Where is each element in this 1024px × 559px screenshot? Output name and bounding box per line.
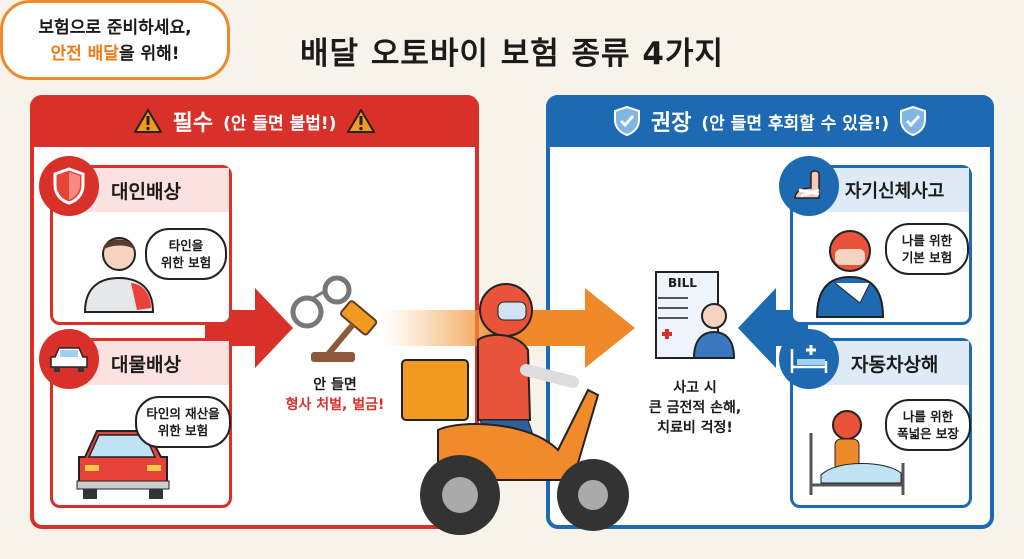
bubble-line: 나를 위한 <box>902 409 954 424</box>
bubble-line: 폭넓은 보장 <box>897 426 959 441</box>
bubble-line: 위한 보험 <box>160 255 212 270</box>
red-car-icon <box>76 430 170 499</box>
delivery-scooter-illustration <box>401 283 629 535</box>
bill-label: BILL <box>668 276 697 290</box>
patient-in-bed-icon <box>809 410 905 495</box>
person-icon <box>83 237 155 313</box>
warning-icon <box>347 109 376 133</box>
consequence-line: 안 들면 <box>313 377 357 393</box>
bubble-line: 위한 보험 <box>157 423 209 438</box>
bubble-line: 기본 보험 <box>901 250 953 265</box>
center-line: 보험으로 준비하세요, <box>38 18 192 38</box>
bandaged-arm-icon <box>779 156 839 216</box>
red-arrow <box>205 288 293 368</box>
center-highlight: 안전 배달 <box>50 44 119 64</box>
car-icon <box>39 329 99 389</box>
required-label: 필수 <box>172 111 214 136</box>
injured-rider-icon <box>815 230 885 318</box>
required-sub: (안 들면 불법!) <box>223 113 337 134</box>
blue-arrow <box>738 288 808 368</box>
warning-icon <box>133 109 162 133</box>
consequence-line: 치료비 걱정! <box>657 420 733 436</box>
consequence-line: 큰 금전적 손해, <box>648 400 742 416</box>
shield-check-icon <box>900 106 927 136</box>
bubble-line: 나를 위한 <box>901 233 953 248</box>
consequence-highlight: 형사 처벌, 벌금! <box>285 397 385 413</box>
medical-bill-icon: BILL <box>648 268 743 368</box>
bubble-line: 타인의 재산을 <box>146 406 220 421</box>
recommended-sub: (안 들면 후회할 수 있음!) <box>701 113 890 134</box>
center-message: 보험으로 준비하세요, 안전 배달을 위해! <box>0 0 230 80</box>
shield-icon <box>39 156 99 216</box>
bubble-line: 타인을 <box>168 238 204 253</box>
page-title: 배달 오토바이 보험 종류 4가지 <box>300 36 724 72</box>
recommended-header: 권장 (안 들면 후회할 수 있음!) <box>546 95 994 147</box>
recommended-label: 권장 <box>650 111 692 136</box>
center-line: 을 위해! <box>118 44 180 64</box>
shield-check-icon <box>613 106 640 136</box>
consequence-line: 사고 시 <box>673 380 717 396</box>
handcuffs-gavel-icon <box>290 275 378 362</box>
required-header: 필수 (안 들면 불법!) <box>30 95 479 147</box>
hospital-bed-icon <box>779 329 839 389</box>
